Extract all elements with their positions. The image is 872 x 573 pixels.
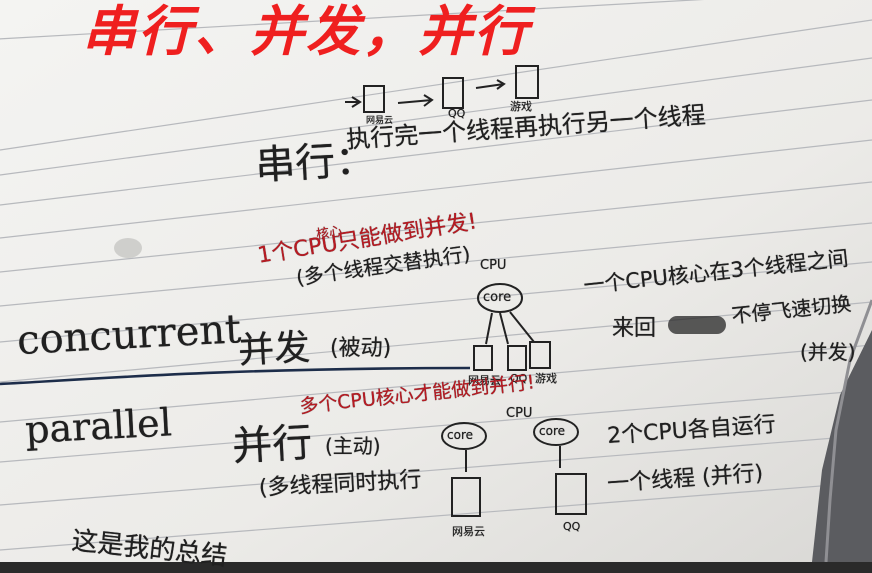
- parallel-core-label-2: core: [539, 424, 565, 438]
- concurrent-app-3: 游戏: [535, 372, 557, 385]
- serial-app-2: QQ: [448, 107, 466, 120]
- parallel-term-en: parallel: [24, 400, 173, 452]
- concurrent-app-1: 网易云: [468, 374, 501, 387]
- concurrent-core-label: core: [483, 290, 512, 305]
- parallel-core-label-1: core: [447, 428, 473, 442]
- concurrent-cpu-label: CPU: [480, 258, 507, 273]
- parallel-cpu-label: CPU: [506, 406, 533, 421]
- concurrent-app-2: QQ: [510, 372, 528, 385]
- parallel-app-1: 网易云: [452, 525, 485, 538]
- parallel-term-zh: 并行: [231, 419, 314, 471]
- scribble-mark: [668, 316, 726, 334]
- concurrent-right-line2: 来回: [612, 316, 657, 341]
- ruled-lines: [0, 0, 872, 551]
- parallel-mode: (主动): [325, 434, 381, 458]
- parallel-app-2: QQ: [563, 520, 581, 533]
- page-title: 串行、并发，并行: [82, 0, 530, 63]
- serial-app-1: 网易云: [366, 116, 394, 126]
- concurrent-term-zh: 并发: [237, 327, 312, 372]
- concurrent-right-line3: (并发): [800, 340, 856, 364]
- serial-app-3: 游戏: [510, 100, 532, 113]
- concurrent-mode: (被动): [330, 336, 392, 361]
